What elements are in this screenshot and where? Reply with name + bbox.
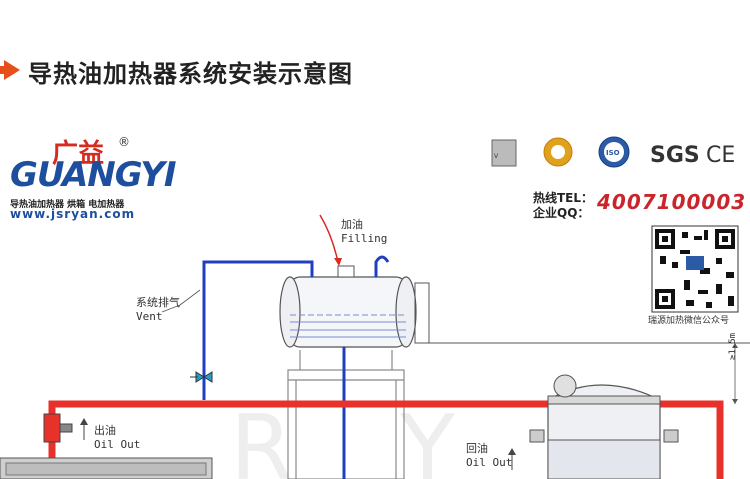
oil-out-label: 出油 Oil Out [94, 424, 140, 452]
valve-icon [190, 371, 213, 383]
watermark: Y [399, 396, 456, 479]
iso-label: ISO [606, 149, 620, 157]
filling-label-cn: 加油 [341, 218, 363, 231]
sgs-seal-icon: V [491, 137, 573, 167]
vent-label-cn: 系统排气 [136, 296, 180, 309]
oil-return-label: 回油 Oil Out [466, 442, 512, 470]
logo-tagline: 导热油加热器 烘箱 电加热器 [10, 200, 125, 210]
arrow-right-icon [0, 60, 20, 80]
header: 导热油加热器系统安装示意图 [0, 0, 750, 108]
contact-labels: 热线TEL： 企业QQ： [533, 191, 593, 221]
website-link[interactable]: www.jsryan.com [10, 207, 136, 221]
qr-caption: 瑞源加热微信公众号 [648, 316, 730, 326]
ce-mark-icon: CE [706, 143, 736, 168]
tank-support-frame [287, 350, 405, 479]
height-label: ≥1.5m [728, 332, 738, 360]
oil-return-label-cn: 回油 [466, 442, 488, 455]
sgs-mark: SGS [650, 143, 700, 168]
svg-text:V: V [494, 153, 499, 160]
hotline-label: 热线TEL： [533, 191, 594, 205]
iso-seal-icon [598, 136, 630, 168]
vent-pipe [202, 255, 390, 479]
logo-en-name: GUANGYI [10, 155, 177, 195]
watermark: R [230, 396, 293, 479]
logo-cn-name: 广益 [52, 139, 105, 169]
heater-vessel [529, 374, 679, 479]
page-title: 导热油加热器系统安装示意图 [28, 60, 353, 88]
registered-mark: ® [118, 135, 130, 149]
expansion-tank [279, 265, 750, 348]
oil-return-label-en: Oil Out [466, 456, 513, 469]
qq-label: 企业QQ： [533, 206, 590, 220]
vent-label: 系统排气 Vent [136, 296, 180, 324]
vent-label-en: Vent [136, 310, 163, 323]
valve-icon [43, 413, 73, 443]
filling-arrow-icon [319, 214, 339, 263]
filling-label: 加油 Filling [341, 218, 387, 246]
hotline-number[interactable]: 4007100003 [597, 190, 747, 214]
oil-out-label-cn: 出油 [94, 424, 116, 437]
oil-out-label-en: Oil Out [94, 438, 141, 451]
filling-label-en: Filling [341, 232, 388, 245]
qr-code-icon [651, 225, 739, 313]
